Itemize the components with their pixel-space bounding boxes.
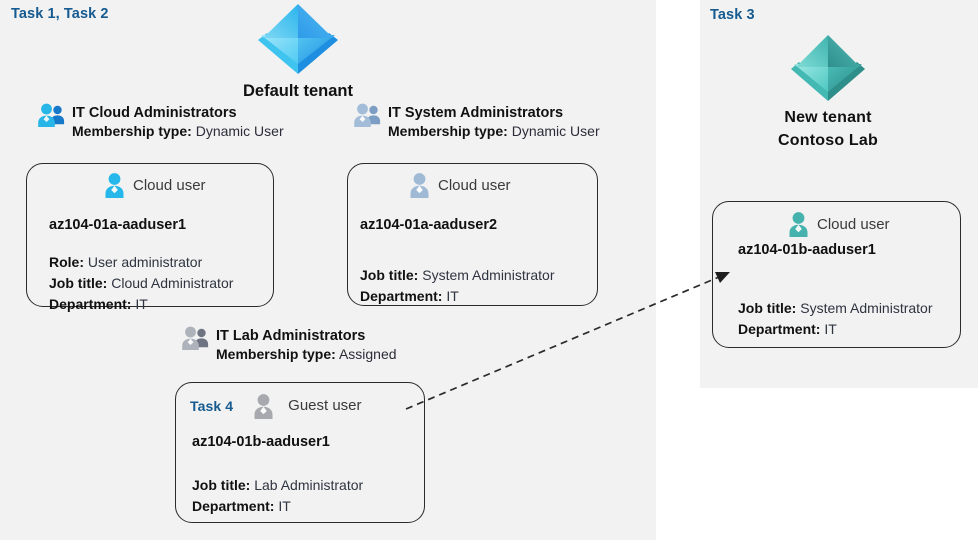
user-attribute-job-title: Job title: System Administrator bbox=[738, 298, 933, 318]
task-label-3: Task 3 bbox=[710, 7, 755, 23]
card-header: Cloud user bbox=[785, 211, 890, 238]
attr-value: IT bbox=[278, 498, 291, 515]
user-attribute-job-title: Job title: System Administrator bbox=[360, 265, 555, 285]
default-tenant-block: Default tenant bbox=[228, 2, 368, 102]
attr-value: IT bbox=[446, 288, 459, 305]
group-title: IT Cloud Administrators bbox=[72, 105, 237, 121]
membership-value: Assigned bbox=[338, 346, 397, 362]
user-card-az104-01b-aaduser1-cloud: Cloud user az104-01b-aaduser1 Job title:… bbox=[712, 201, 961, 348]
attr-key: Department: bbox=[738, 321, 821, 338]
membership-label: Membership type: bbox=[216, 346, 336, 362]
attr-value: System Administrator bbox=[422, 267, 555, 283]
attr-key: Job title: bbox=[192, 477, 251, 493]
user-attribute-job-title: Job title: Lab Administrator bbox=[192, 475, 363, 495]
azure-tenant-icon bbox=[788, 33, 868, 101]
attr-value: System Administrator bbox=[800, 300, 933, 316]
attr-key: Department: bbox=[49, 296, 132, 313]
attr-key: Department: bbox=[360, 288, 443, 305]
group-it-system-administrators: IT System Administrators Membership type… bbox=[352, 103, 600, 139]
attr-key: Job title: bbox=[738, 300, 797, 316]
user-type-label: Guest user bbox=[288, 397, 362, 414]
user-upn: az104-01b-aaduser1 bbox=[738, 242, 876, 258]
guest-user-icon bbox=[250, 393, 275, 419]
attr-key: Role: bbox=[49, 254, 84, 270]
task-label-4: Task 4 bbox=[190, 397, 234, 414]
group-membership: Membership type: Assigned bbox=[216, 346, 397, 362]
new-tenant-name-line2: Contoso Lab bbox=[778, 131, 878, 149]
attr-key: Job title: bbox=[360, 267, 419, 283]
user-attributes: Role: User administrator Job title: Clou… bbox=[49, 252, 233, 314]
membership-value: Dynamic User bbox=[195, 123, 284, 139]
group-title: IT System Administrators bbox=[388, 105, 564, 121]
user-attribute-job-title: Job title: Cloud Administrator bbox=[49, 273, 233, 293]
attr-value: User administrator bbox=[87, 254, 203, 270]
user-attribute-department: Department: IT bbox=[360, 286, 555, 306]
group-users-icon bbox=[352, 103, 382, 128]
user-attributes: Job title: System Administrator Departme… bbox=[360, 265, 555, 306]
user-attribute-department: Department: IT bbox=[192, 496, 363, 516]
attr-value: Cloud Administrator bbox=[111, 275, 234, 292]
user-upn: az104-01a-aaduser1 bbox=[49, 217, 187, 233]
attr-key: Department: bbox=[192, 498, 275, 515]
user-card-az104-01a-aaduser2: Cloud user az104-01a-aaduser2 Job title:… bbox=[347, 163, 598, 306]
user-type-label: Cloud user bbox=[438, 177, 511, 194]
azure-tenant-icon bbox=[255, 2, 341, 74]
group-it-cloud-administrators: IT Cloud Administrators Membership type:… bbox=[36, 103, 284, 139]
group-it-lab-administrators: IT Lab Administrators Membership type: A… bbox=[180, 326, 397, 362]
group-text: IT System Administrators Membership type… bbox=[388, 103, 600, 139]
group-title: IT Lab Administrators bbox=[216, 328, 366, 344]
user-type-label: Cloud user bbox=[817, 216, 890, 233]
default-tenant-name: Default tenant bbox=[242, 82, 353, 100]
new-tenant-name-line1: New tenant bbox=[784, 109, 872, 126]
group-text: IT Cloud Administrators Membership type:… bbox=[72, 103, 284, 139]
group-membership: Membership type: Dynamic User bbox=[72, 123, 284, 139]
membership-label: Membership type: bbox=[72, 123, 192, 139]
group-text: IT Lab Administrators Membership type: A… bbox=[216, 326, 397, 362]
user-type-label: Cloud user bbox=[133, 177, 206, 194]
user-attributes: Job title: System Administrator Departme… bbox=[738, 298, 933, 339]
user-attribute-department: Department: IT bbox=[49, 294, 233, 314]
attr-key: Job title: bbox=[49, 275, 108, 292]
card-header: Cloud user bbox=[101, 172, 206, 199]
user-upn: az104-01b-aaduser1 bbox=[192, 434, 330, 450]
cloud-user-icon bbox=[406, 172, 433, 199]
group-users-icon bbox=[36, 103, 66, 128]
task-label-1-2: Task 1, Task 2 bbox=[11, 6, 109, 22]
new-tenant-block: New tenant Contoso Lab bbox=[743, 33, 913, 152]
group-membership: Membership type: Dynamic User bbox=[388, 123, 600, 139]
attr-value: IT bbox=[824, 321, 837, 338]
user-upn: az104-01a-aaduser2 bbox=[360, 217, 498, 233]
user-attribute-department: Department: IT bbox=[738, 319, 933, 339]
group-users-icon bbox=[180, 326, 210, 351]
attr-value: Lab Administrator bbox=[254, 477, 364, 493]
user-attributes: Job title: Lab Administrator Department:… bbox=[192, 475, 363, 516]
card-header: Cloud user bbox=[406, 172, 511, 199]
user-attribute-role: Role: User administrator bbox=[49, 252, 233, 272]
membership-label: Membership type: bbox=[388, 123, 508, 139]
attr-value: IT bbox=[135, 296, 148, 313]
membership-value: Dynamic User bbox=[511, 123, 600, 139]
cloud-user-icon bbox=[101, 172, 128, 199]
user-card-az104-01b-aaduser1-guest: Task 4 Guest user az104-01b-aaduser1 Job… bbox=[175, 382, 425, 523]
user-card-az104-01a-aaduser1: Cloud user az104-01a-aaduser1 Role: User… bbox=[26, 163, 274, 312]
cloud-user-icon bbox=[785, 211, 812, 238]
card-header: Task 4 Guest user bbox=[190, 393, 362, 419]
